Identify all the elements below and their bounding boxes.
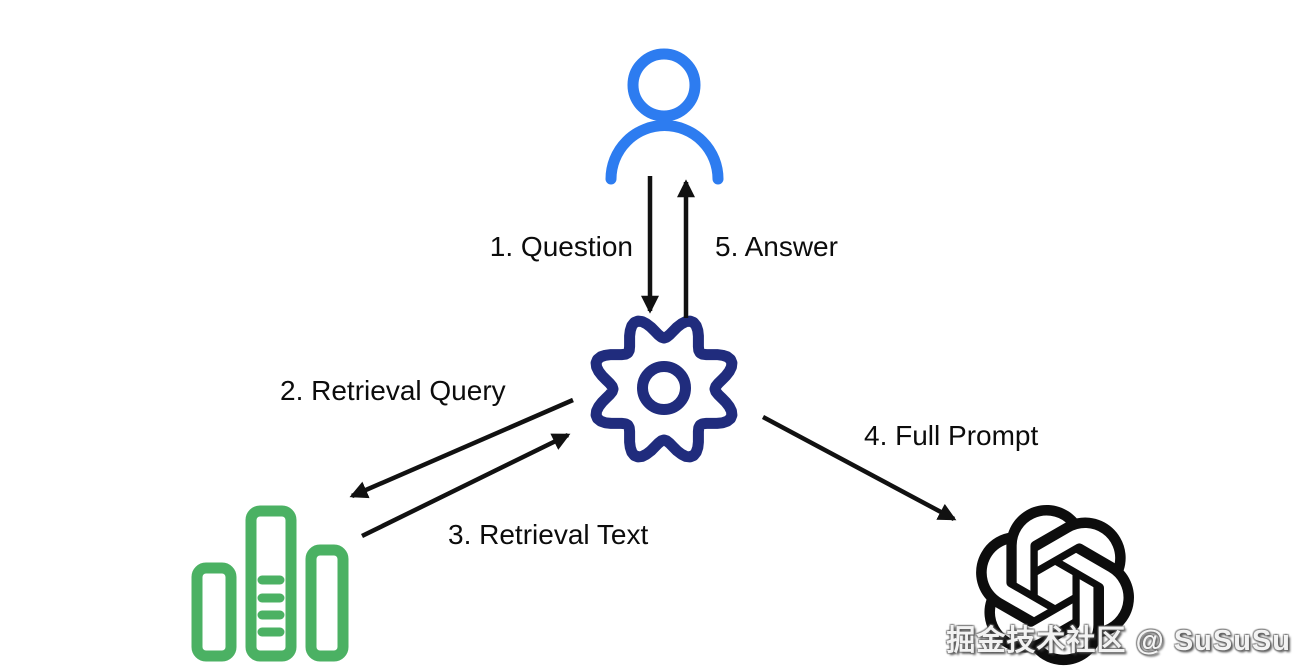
db-bar-right	[305, 544, 349, 662]
user-icon	[605, 48, 724, 185]
watermark-text: 掘金技术社区 @ SuSuSu	[946, 625, 1291, 657]
label-question: 1. Question	[489, 231, 633, 262]
database-bars-icon	[191, 505, 349, 662]
flow-arrows	[349, 176, 957, 539]
user-head	[627, 48, 701, 122]
arrow-full-prompt	[761, 415, 957, 521]
arrow-retrieval-text	[361, 432, 571, 539]
gear-outline	[590, 315, 738, 463]
label-retrieval-query: 2. Retrieval Query	[280, 375, 506, 406]
user-shoulders	[605, 120, 724, 185]
arrow-retrieval-query	[349, 397, 574, 499]
db-bar-dashes	[257, 575, 285, 637]
label-full-prompt: 4. Full Prompt	[864, 420, 1039, 451]
label-answer: 5. Answer	[715, 231, 838, 262]
db-bar-middle	[245, 505, 297, 662]
gear-icon	[590, 315, 738, 463]
openai-logo-icon	[976, 505, 1134, 666]
gear-hub	[637, 361, 691, 415]
label-retrieval-text: 3. Retrieval Text	[448, 519, 649, 550]
db-bar-left	[191, 562, 237, 662]
